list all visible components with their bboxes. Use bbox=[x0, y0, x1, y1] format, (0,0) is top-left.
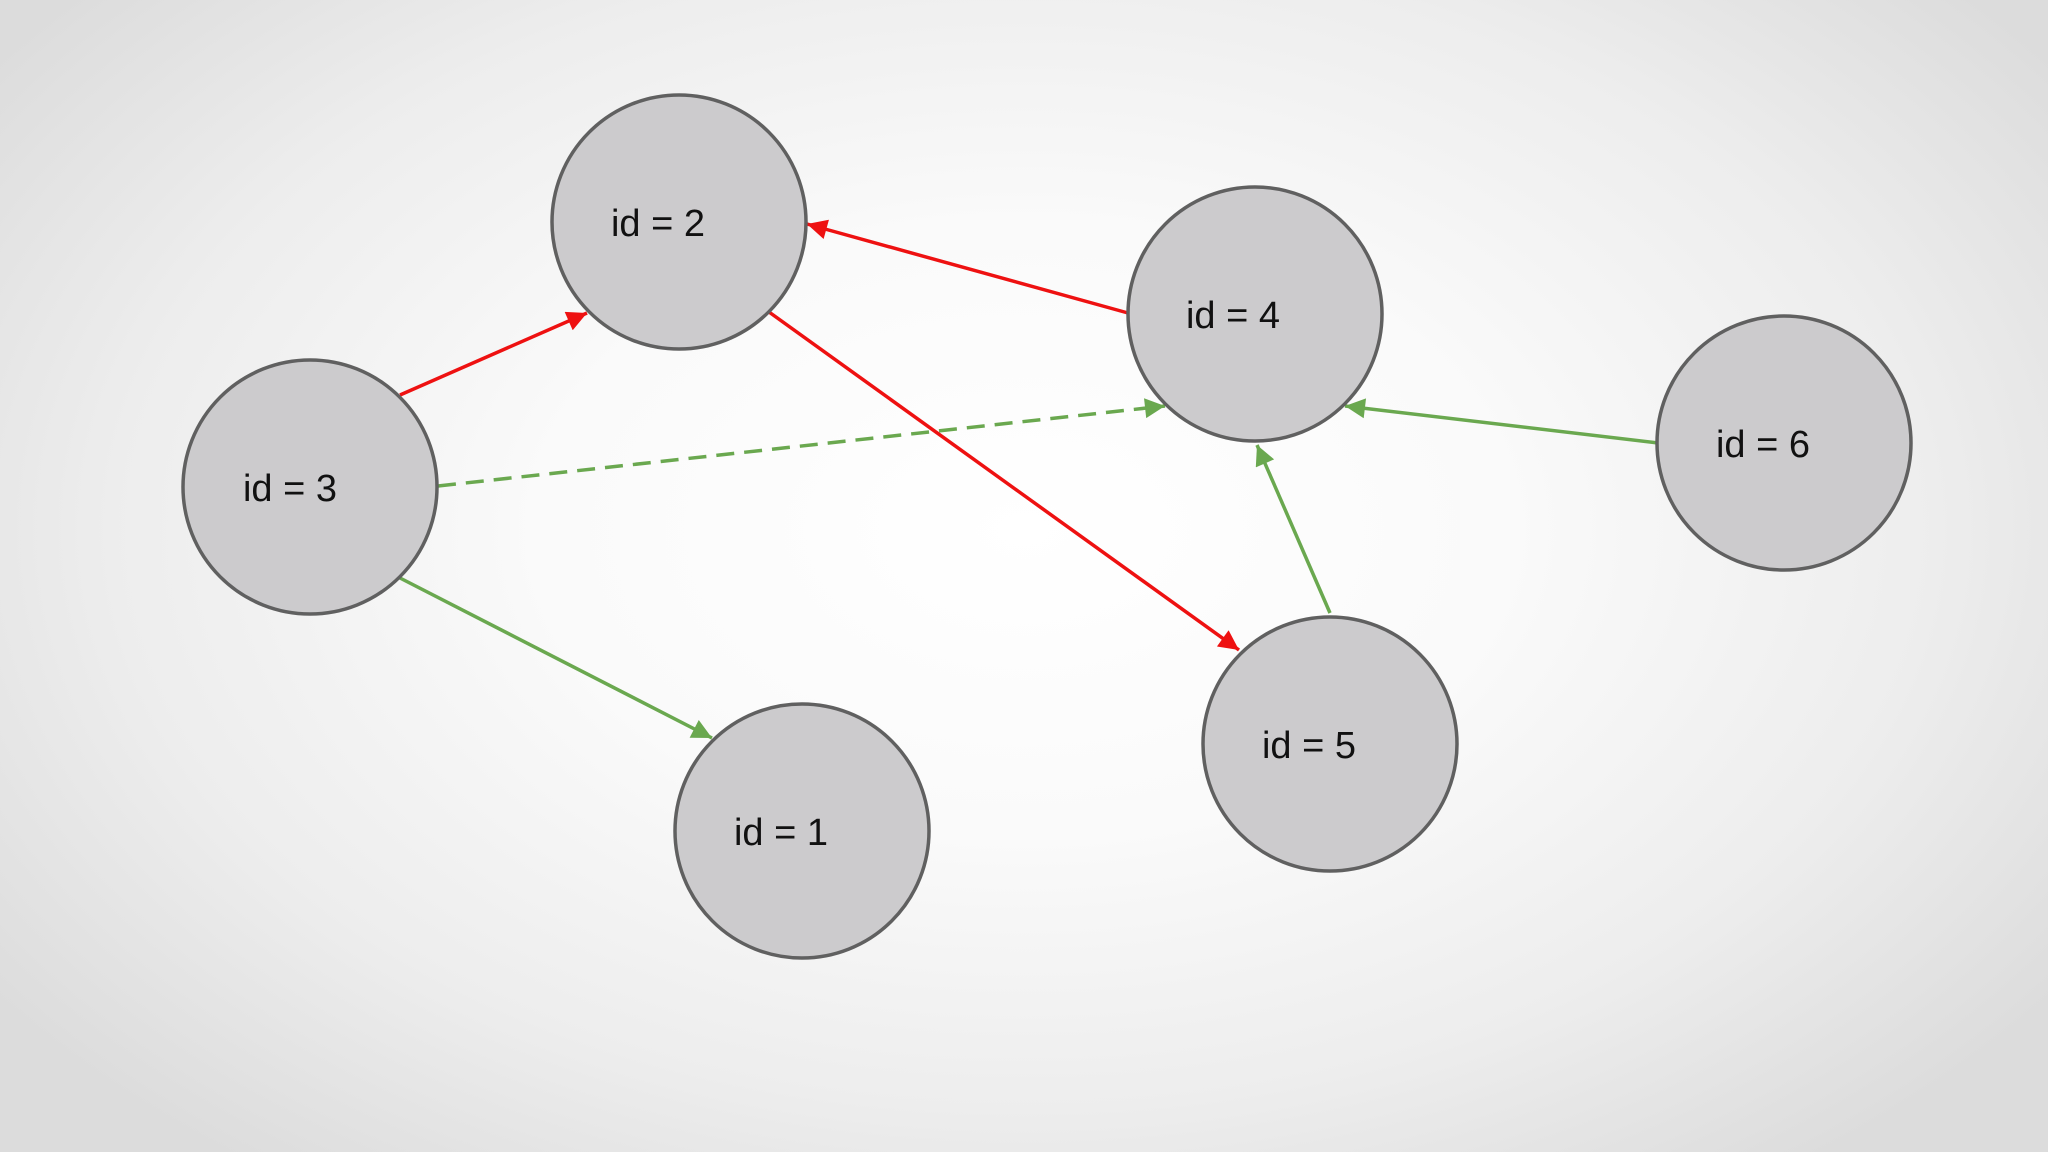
node-3-circle bbox=[181, 358, 439, 616]
edge-5-to-4 bbox=[1255, 444, 1332, 614]
node-6-label: id = 6 bbox=[1716, 424, 1810, 466]
node-5-circle bbox=[1201, 615, 1459, 873]
node-5: id = 5 bbox=[1201, 615, 1459, 873]
node-6: id = 6 bbox=[1655, 314, 1913, 572]
node-4: id = 4 bbox=[1126, 185, 1384, 443]
node-2: id = 2 bbox=[550, 93, 808, 351]
edge-3-to-4-dashed bbox=[437, 398, 1166, 488]
edge-4-to-2 bbox=[806, 219, 1129, 315]
edge-6-to-4 bbox=[1344, 398, 1659, 445]
edge-3-to-2 bbox=[399, 311, 588, 397]
node-6-circle bbox=[1655, 314, 1913, 572]
node-2-label: id = 2 bbox=[611, 203, 705, 245]
edge-3-to-1 bbox=[399, 576, 713, 740]
node-5-label: id = 5 bbox=[1262, 725, 1356, 767]
node-3: id = 3 bbox=[181, 358, 439, 616]
node-2-circle bbox=[550, 93, 808, 351]
node-4-label: id = 4 bbox=[1186, 295, 1280, 337]
node-3-label: id = 3 bbox=[243, 468, 337, 510]
edges bbox=[399, 219, 1659, 740]
node-1: id = 1 bbox=[673, 702, 931, 960]
node-1-label: id = 1 bbox=[734, 812, 828, 854]
node-4-circle bbox=[1126, 185, 1384, 443]
node-1-circle bbox=[673, 702, 931, 960]
nodes: id = 2 id = 3 id = 4 id = 6 id = 5 id = … bbox=[181, 93, 1913, 960]
edge-2-to-5 bbox=[767, 310, 1241, 652]
